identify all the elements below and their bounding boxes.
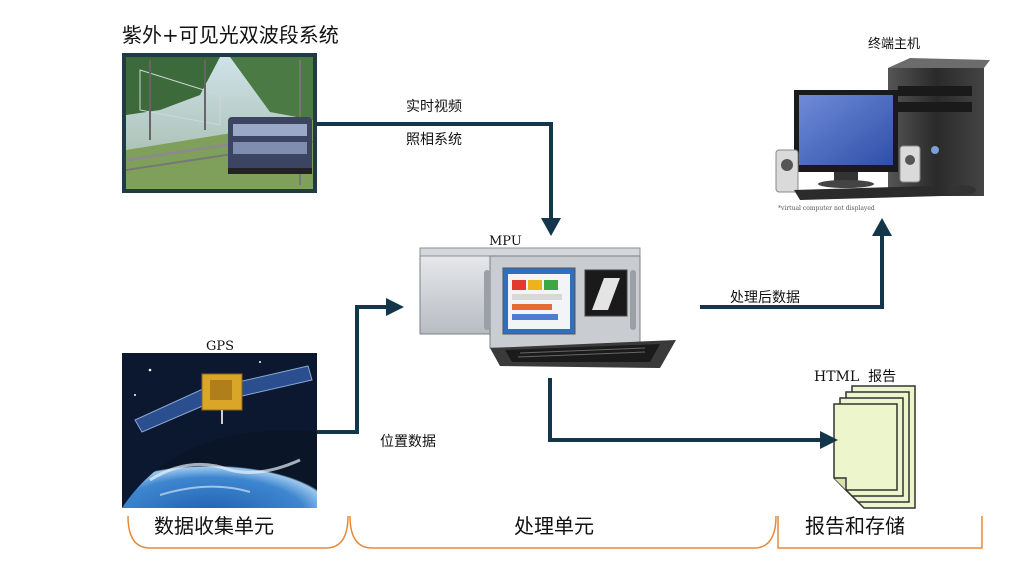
brace-report [777, 516, 983, 549]
brace-process [349, 515, 777, 549]
train-photo [122, 53, 317, 193]
section-process: 处理单元 [514, 514, 594, 538]
video-to-mpu-arrow [317, 122, 553, 220]
report-stack [833, 385, 916, 509]
report-label: HTML 报告 [814, 369, 897, 385]
section-report: 报告和存储 [805, 514, 905, 538]
arrowhead-right-mpu [386, 298, 404, 316]
video-label-1: 实时视频 [406, 99, 462, 115]
mpu-computer [419, 247, 676, 368]
mpu-label: MPU [489, 234, 522, 249]
terminal-computer [775, 58, 990, 200]
connectors [317, 122, 884, 442]
system-title: 紫外+可见光双波段系统 [122, 23, 339, 47]
gps-to-mpu-arrow [317, 305, 388, 434]
mpu-to-report-arrow [548, 378, 822, 442]
arrowhead-up [872, 218, 892, 236]
brace-collect [127, 515, 349, 549]
gps-photo [122, 353, 317, 508]
monitor-note: *virtual computer not displayed [778, 205, 875, 212]
video-label-2: 照相系统 [406, 132, 462, 148]
processed-data-label: 处理后数据 [730, 290, 800, 306]
arrowhead-down [541, 218, 561, 236]
gps-label: GPS [206, 339, 235, 354]
position-data-label: 位置数据 [380, 434, 436, 450]
arrowhead-right-report [820, 431, 838, 449]
mpu-to-terminal-arrow [700, 234, 884, 309]
terminal-label: 终端主机 [868, 37, 921, 52]
section-collect: 数据收集单元 [154, 514, 274, 538]
